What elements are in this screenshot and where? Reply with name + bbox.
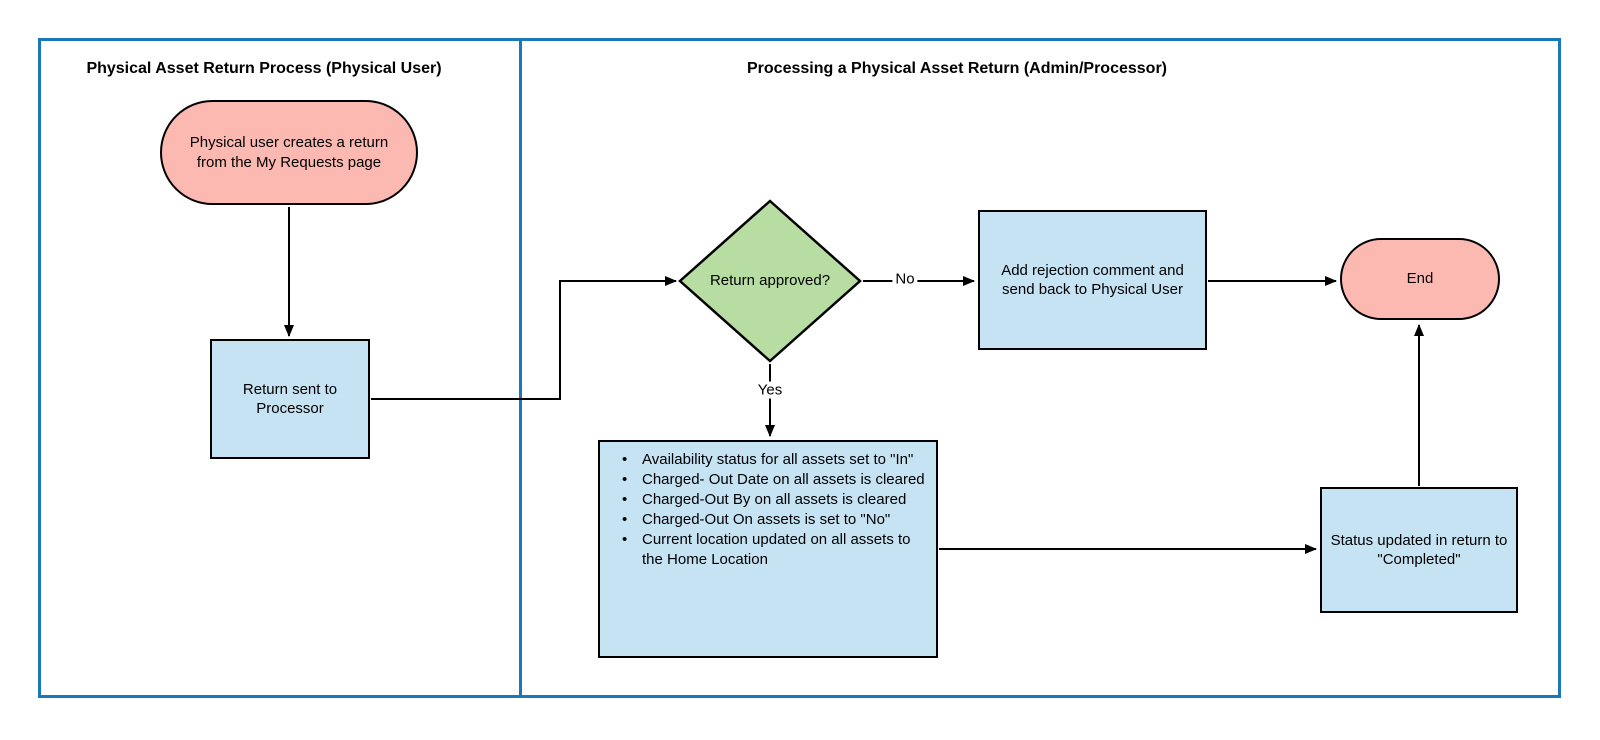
- node-status-updated-label: Status updated in return to "Completed": [1330, 531, 1508, 569]
- node-end-label: End: [1406, 270, 1434, 288]
- edge-label-no: No: [892, 270, 918, 288]
- lane-title-physical-user: Physical Asset Return Process (Physical …: [86, 60, 442, 77]
- lane-divider: [519, 38, 522, 698]
- node-actions-list: Availability status for all assets set t…: [598, 440, 938, 658]
- action-item: Charged-Out On assets is set to "No": [618, 510, 930, 530]
- node-decision: Return approved?: [678, 199, 862, 363]
- action-item: Current location updated on all assets t…: [618, 530, 930, 570]
- action-item: Charged- Out Date on all assets is clear…: [618, 470, 930, 490]
- node-end-terminator: End: [1340, 238, 1500, 320]
- edge-return-sent-to-decision: [371, 276, 677, 400]
- node-decision-label: Return approved?: [709, 272, 831, 290]
- decision-diamond-shape: [678, 199, 862, 363]
- node-rejection: Add rejection comment and send back to P…: [978, 210, 1207, 350]
- edge-label-yes: Yes: [754, 381, 786, 399]
- action-item: Charged-Out By on all assets is cleared: [618, 490, 930, 510]
- actions-bullet-list: Availability status for all assets set t…: [618, 450, 930, 570]
- node-rejection-label: Add rejection comment and send back to P…: [1001, 261, 1184, 299]
- action-item: Availability status for all assets set t…: [618, 450, 930, 470]
- node-status-updated: Status updated in return to "Completed": [1320, 487, 1518, 613]
- node-return-sent: Return sent to Processor: [210, 339, 370, 459]
- lane-title-admin-processor: Processing a Physical Asset Return (Admi…: [747, 60, 1167, 77]
- node-start-label: Physical user creates a return from the …: [189, 134, 389, 171]
- node-return-sent-label: Return sent to Processor: [242, 380, 338, 418]
- node-start-terminator: Physical user creates a return from the …: [160, 100, 418, 205]
